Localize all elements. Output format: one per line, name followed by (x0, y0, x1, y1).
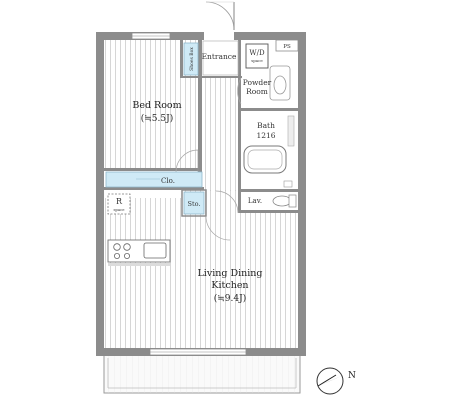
balcony (103, 354, 301, 394)
compass-north-label: N (348, 371, 356, 381)
compass: N (316, 367, 356, 395)
wd-label: W/D (249, 49, 265, 57)
ldk-size: (≒9.4J) (214, 293, 246, 304)
lavatory: Lav. (215, 180, 298, 214)
bed-room-door (175, 149, 199, 173)
powder-room: Powder Room (237, 65, 291, 105)
bath-size-label: 1216 (256, 131, 275, 140)
storage-label: Sto. (188, 200, 201, 208)
powder-label-1: Powder (243, 78, 272, 87)
shoes-box-label: Shoes Box (189, 47, 195, 71)
wd-space-label: space (251, 58, 263, 63)
entrance-area: Entrance (202, 1, 239, 76)
bath-label: Bath (257, 121, 275, 130)
bed-room-size: (≒5.5J) (141, 113, 173, 124)
ps-label: PS (283, 44, 291, 50)
refrigerator-space-label: space (113, 207, 125, 212)
shoes-box: Shoes Box (183, 42, 199, 76)
ldk-label-line2: Kitchen (211, 280, 248, 291)
lav-label: Lav. (248, 197, 262, 205)
wd-space: W/D space (245, 43, 269, 69)
refrigerator-space: R space (107, 193, 131, 215)
powder-label-2: Room (246, 87, 268, 96)
corridor-floor (200, 76, 238, 191)
inner-walls (104, 40, 298, 213)
bath-room: Bath 1216 (241, 111, 298, 189)
ldk-label-line1: Living Dining (198, 268, 263, 279)
refrigerator-label: R (116, 197, 123, 206)
storage: Sto. (181, 189, 231, 241)
bed-room-label: Bed Room (132, 100, 181, 111)
outer-wall (96, 30, 306, 356)
entrance-label: Entrance (202, 52, 237, 61)
closet-label: Clo. (161, 177, 175, 185)
closet: Clo. (105, 171, 203, 188)
kitchen-counter (107, 239, 171, 266)
